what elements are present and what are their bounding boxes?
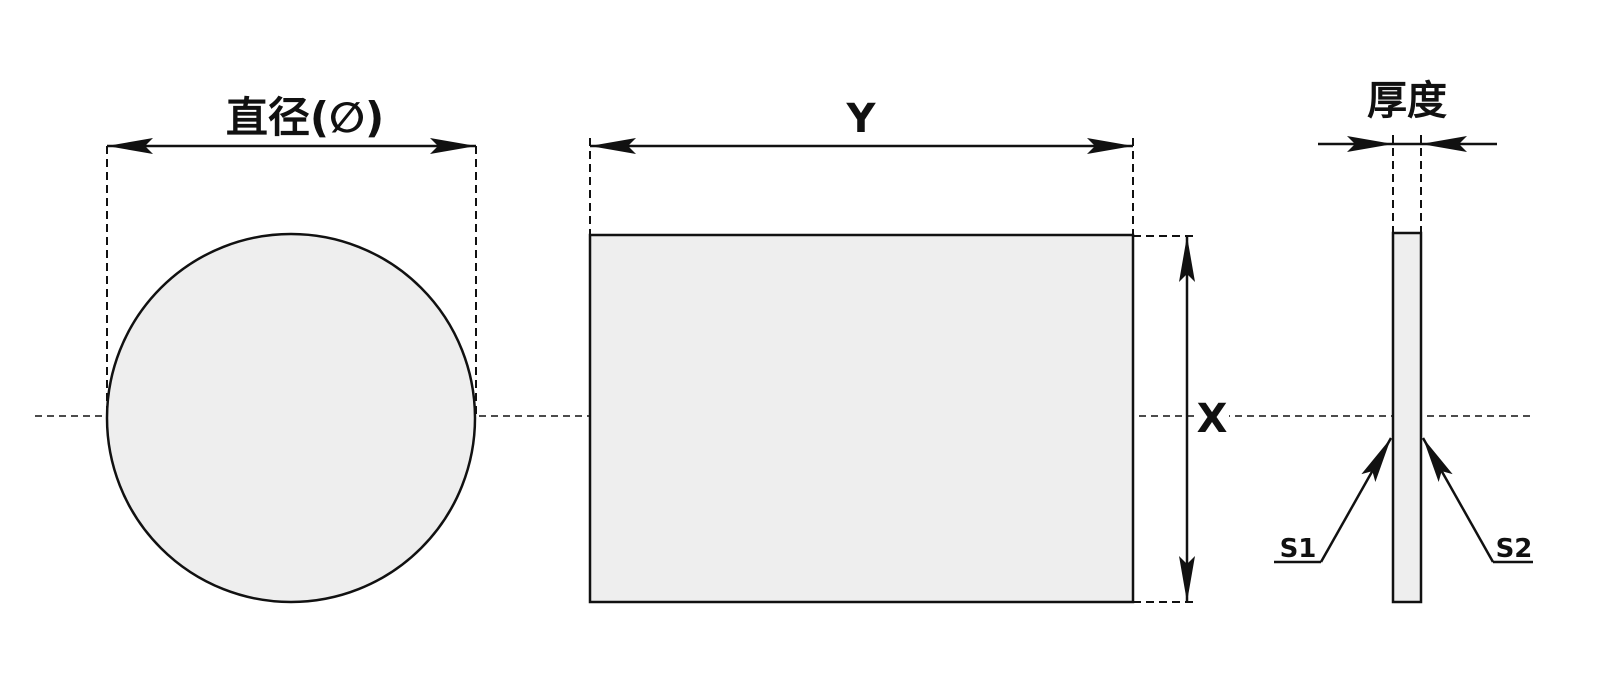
s1-leader bbox=[1319, 437, 1393, 563]
x-label-bg bbox=[1195, 398, 1229, 436]
plate-edge bbox=[1391, 231, 1423, 604]
s2-leader bbox=[1421, 437, 1495, 563]
side-face bbox=[588, 233, 1135, 604]
thickness-view: 厚度 S1 S2 bbox=[1274, 78, 1533, 604]
s2-label: S2 bbox=[1496, 534, 1533, 564]
y-label: Y bbox=[846, 96, 877, 142]
circle-view: 直径(∅) bbox=[105, 93, 477, 604]
thickness-label: 厚度 bbox=[1367, 78, 1447, 124]
s1-label: S1 bbox=[1280, 534, 1317, 564]
rectangle-view: Y X bbox=[588, 96, 1229, 604]
disc-face bbox=[105, 232, 477, 604]
x-label: X bbox=[1197, 396, 1228, 442]
diameter-label: 直径(∅) bbox=[226, 93, 384, 142]
